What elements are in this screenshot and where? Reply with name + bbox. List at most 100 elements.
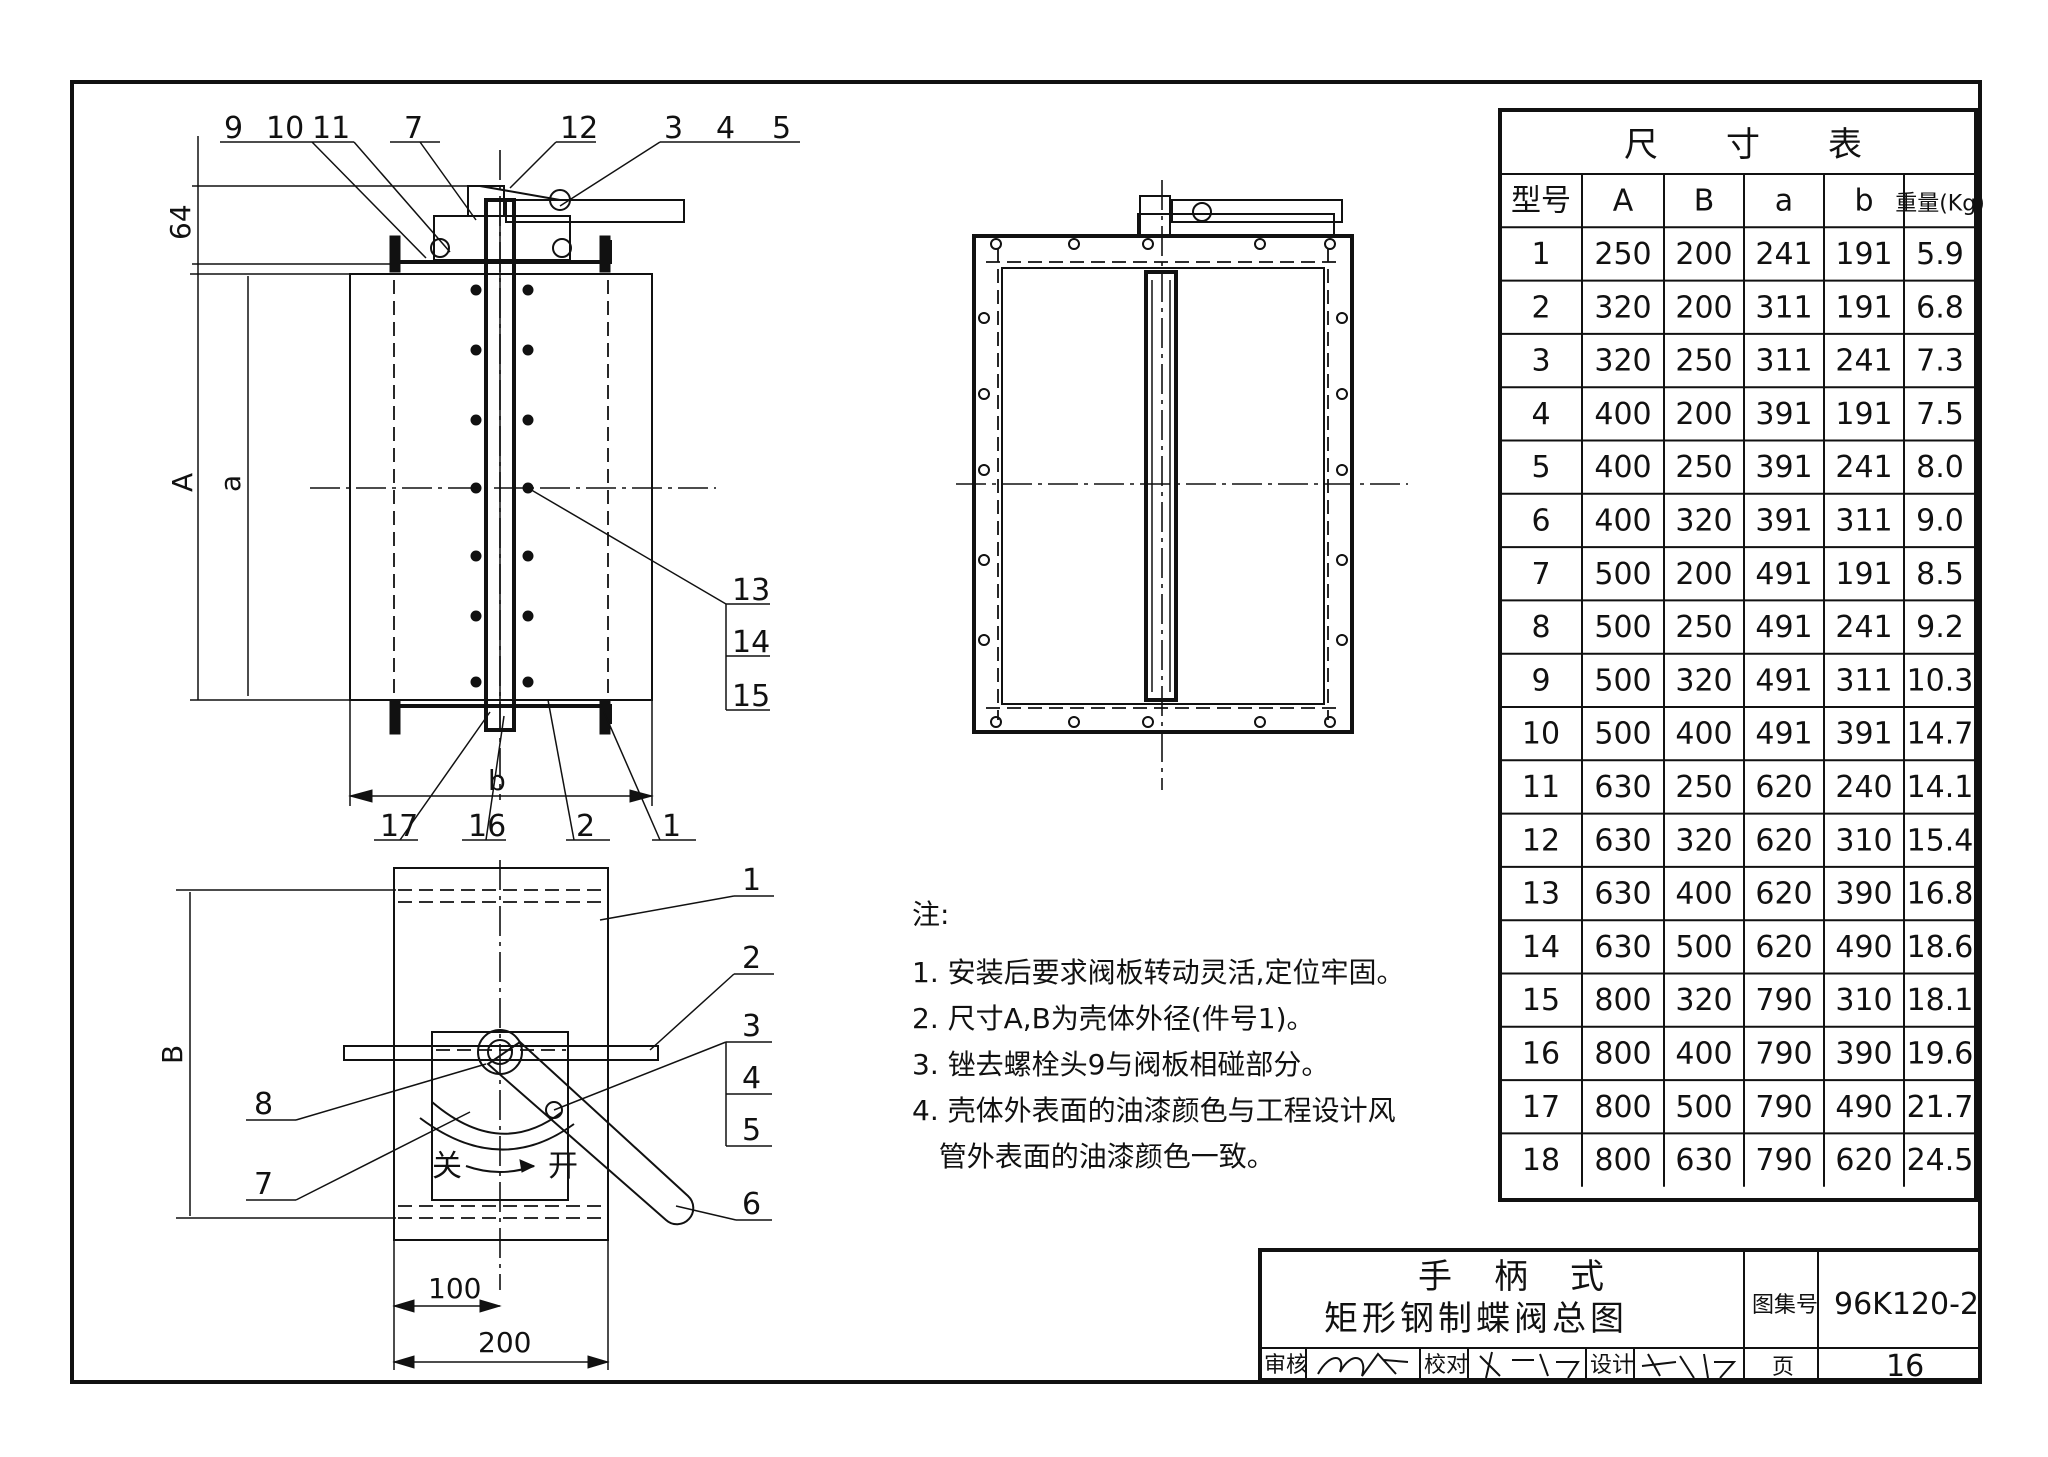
table-cell: 500 xyxy=(1675,930,1732,965)
table-cell: 311 xyxy=(1835,503,1892,538)
checker-signature xyxy=(1479,1351,1580,1379)
table-header-cell: a xyxy=(1775,184,1793,219)
table-cell: 241 xyxy=(1755,237,1812,272)
table-cell: 200 xyxy=(1675,290,1732,325)
table-cell: 241 xyxy=(1835,610,1892,645)
table-cell: 500 xyxy=(1594,610,1651,645)
table-cell: 5 xyxy=(1531,450,1550,485)
callout-13: 13 xyxy=(732,573,770,608)
table-cell: 630 xyxy=(1675,1143,1732,1178)
table-cell: 15 xyxy=(1522,983,1560,1018)
table-cell: 491 xyxy=(1755,557,1812,592)
note-2: 2. 尺寸A,B为壳体外径(件号1)。 xyxy=(912,1002,1315,1035)
table-cell: 200 xyxy=(1675,557,1732,592)
table-cell: 790 xyxy=(1755,1143,1812,1178)
table-cell: 9 xyxy=(1531,663,1550,698)
table-cell: 310 xyxy=(1835,823,1892,858)
table-cell: 630 xyxy=(1594,823,1651,858)
table-cell: 250 xyxy=(1675,610,1732,645)
table-cell: 16 xyxy=(1522,1036,1560,1071)
table-cell: 790 xyxy=(1755,1090,1812,1125)
callout-11: 11 xyxy=(312,111,350,146)
table-cell: 800 xyxy=(1594,983,1651,1018)
table-cell: 24.5 xyxy=(1907,1143,1974,1178)
dim-A: A xyxy=(166,473,199,492)
dim-200: 200 xyxy=(478,1326,531,1359)
note-1: 1. 安装后要求阀板转动灵活,定位牢固。 xyxy=(912,956,1405,989)
table-cell: 5.9 xyxy=(1916,237,1964,272)
table-cell: 400 xyxy=(1675,717,1732,752)
side-view: B 关 开 100 200 1 2 xyxy=(156,860,774,1370)
table-cell: 14 xyxy=(1522,930,1560,965)
table-cell: 19.6 xyxy=(1907,1036,1974,1071)
front-section-view: 64 A a xyxy=(164,111,800,844)
table-cell: 320 xyxy=(1594,290,1651,325)
callout-4: 4 xyxy=(716,111,735,146)
table-cell: 191 xyxy=(1835,237,1892,272)
callout-7: 7 xyxy=(404,111,423,146)
table-cell: 390 xyxy=(1835,877,1892,912)
table-cell: 4 xyxy=(1531,397,1550,432)
callout-16: 16 xyxy=(468,809,506,844)
dial-close: 关 xyxy=(432,1149,462,1184)
table-cell: 7 xyxy=(1531,557,1550,592)
table-cell: 490 xyxy=(1835,930,1892,965)
table-cell: 500 xyxy=(1594,557,1651,592)
table-cell: 500 xyxy=(1594,717,1651,752)
table-cell: 250 xyxy=(1675,770,1732,805)
side-callout-8: 8 xyxy=(254,1087,273,1122)
dim-64: 64 xyxy=(164,204,197,240)
page-label: 页 xyxy=(1772,1355,1794,1380)
table-cell: 630 xyxy=(1594,930,1651,965)
dial-open: 开 xyxy=(548,1149,578,1184)
table-cell: 241 xyxy=(1835,450,1892,485)
table-cell: 390 xyxy=(1835,1036,1892,1071)
table-cell: 311 xyxy=(1755,344,1812,379)
table-cell: 311 xyxy=(1755,290,1812,325)
callout-10: 10 xyxy=(266,111,304,146)
table-cell: 2 xyxy=(1531,290,1550,325)
table-header-cell: 型号 xyxy=(1511,184,1571,219)
table-cell: 800 xyxy=(1594,1036,1651,1071)
side-callout-3: 3 xyxy=(742,1009,761,1044)
check-label: 校对 xyxy=(1424,1353,1468,1378)
side-callout-5: 5 xyxy=(742,1113,761,1148)
table-cell: 11 xyxy=(1522,770,1560,805)
table-cell: 191 xyxy=(1835,290,1892,325)
table-cell: 790 xyxy=(1755,1036,1812,1071)
side-callout-7: 7 xyxy=(254,1167,273,1202)
table-cell: 13 xyxy=(1522,877,1560,912)
size-table-title: 尺 寸 表 xyxy=(1624,125,1862,165)
table-header-cell: B xyxy=(1694,184,1715,219)
table-cell: 320 xyxy=(1675,663,1732,698)
table-header-cell: 重量(Kg) xyxy=(1895,192,1985,217)
sheet-border xyxy=(70,80,1982,1384)
table-cell: 491 xyxy=(1755,717,1812,752)
side-callout-6: 6 xyxy=(742,1187,761,1222)
table-cell: 630 xyxy=(1594,770,1651,805)
table-cell: 10.3 xyxy=(1907,663,1974,698)
table-cell: 8.0 xyxy=(1916,450,1964,485)
table-cell: 400 xyxy=(1675,1036,1732,1071)
callout-9: 9 xyxy=(224,111,243,146)
callout-17: 17 xyxy=(380,809,418,844)
atlas-number: 96K120-2 xyxy=(1834,1287,1979,1322)
table-cell: 191 xyxy=(1835,397,1892,432)
dim-b: b xyxy=(488,764,506,797)
table-cell: 14.1 xyxy=(1907,770,1974,805)
table-cell: 790 xyxy=(1755,983,1812,1018)
table-cell: 630 xyxy=(1594,877,1651,912)
table-cell: 400 xyxy=(1594,397,1651,432)
table-cell: 500 xyxy=(1675,1090,1732,1125)
table-cell: 17 xyxy=(1522,1090,1560,1125)
page-number: 16 xyxy=(1886,1349,1924,1384)
callout-2: 2 xyxy=(576,809,595,844)
table-cell: 391 xyxy=(1755,450,1812,485)
side-callout-1: 1 xyxy=(742,863,761,898)
table-cell: 240 xyxy=(1835,770,1892,805)
title-line-1: 手 柄 式 xyxy=(1418,1257,1608,1297)
table-cell: 391 xyxy=(1835,717,1892,752)
table-cell: 490 xyxy=(1835,1090,1892,1125)
design-label: 设计 xyxy=(1590,1353,1634,1378)
